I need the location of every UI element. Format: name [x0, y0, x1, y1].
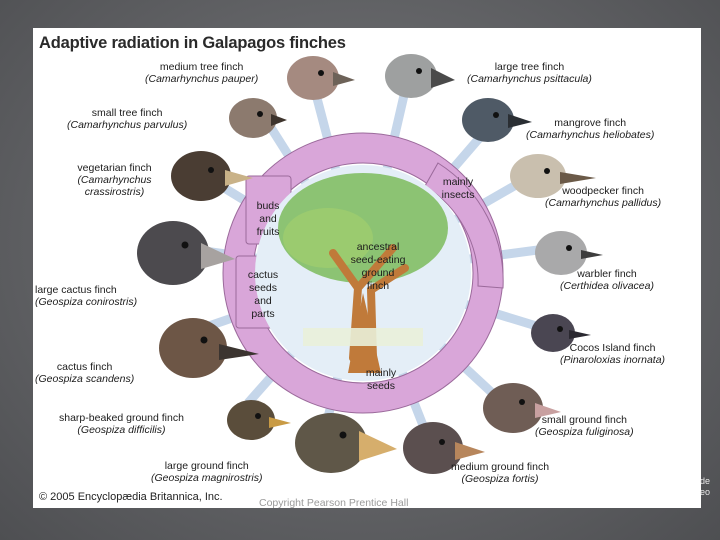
finch-label-cactus: cactus finch(Geospiza scandens): [35, 361, 135, 385]
ground-strip: [303, 328, 423, 346]
finch-label-vegetarian: vegetarian finch(Camarhynchus crassirost…: [77, 162, 152, 198]
finch-head-cactus: [159, 318, 259, 378]
finch-heads: [137, 54, 603, 474]
finch-head-warbler: [535, 231, 603, 275]
seeds-label-line: mainly: [366, 367, 397, 379]
finch-label-medium-ground: medium ground finch(Geospiza fortis): [451, 461, 550, 485]
finch-head-woodpecker: [510, 154, 596, 198]
insects-segment: [424, 162, 504, 289]
figure-title: Adaptive radiation in Galapagos finches: [39, 34, 346, 52]
finch-label-large-tree: large tree finch(Camarhynchus psittacula…: [467, 61, 592, 85]
finch-label-small-tree: small tree finch(Camarhynchus parvulus): [67, 107, 188, 131]
copyright-notice: © 2005 Encyclopædia Britannica, Inc.: [39, 491, 223, 503]
edge-fragment-line: de: [700, 476, 711, 486]
center-label-line: finch: [367, 280, 389, 292]
finch-head-medium-tree: [287, 56, 355, 100]
finch-head-small-ground: [483, 383, 561, 433]
finch-head-large-cactus: [137, 221, 235, 285]
finch-head-medium-ground: [403, 422, 485, 474]
finch-head-large-tree: [385, 54, 455, 98]
cactus-label-line: cactus: [248, 269, 278, 281]
finch-label-small-ground: small ground finch(Geospiza fuliginosa): [535, 414, 634, 438]
finch-label-mangrove: mangrove finch(Camarhynchus heliobates): [526, 117, 655, 141]
finch-label-large-cactus: large cactus finch(Geospiza conirostris): [35, 284, 138, 308]
finch-head-sharp-beaked: [227, 400, 291, 440]
finch-head-large-ground: [295, 413, 397, 473]
diet-labels: mainly insects buds and fruits cactus se…: [248, 176, 475, 392]
finch-head-mangrove: [462, 98, 532, 142]
edge-fragment-line: eo: [700, 487, 711, 497]
radiation-diagram: mainly insects buds and fruits cactus se…: [137, 54, 603, 474]
insects-label-line: insects: [442, 189, 475, 201]
center-label-line: ancestral: [357, 241, 400, 253]
finch-label-large-ground: large ground finch(Geospiza magnirostris…: [151, 460, 263, 484]
finch-label-medium-tree: medium tree finch(Camarhynchus pauper): [145, 61, 259, 85]
finch-label-warbler: warbler finch(Certhidea olivacea): [560, 268, 654, 292]
figure-panel: Adaptive radiation in Galapagos finches: [33, 28, 701, 509]
seeds-label-line: seeds: [367, 380, 395, 392]
tree-canopy-light: [283, 208, 373, 268]
center-label-line: ground: [362, 267, 395, 279]
buds-label-line: buds: [257, 200, 280, 212]
insects-label-line: mainly: [443, 176, 474, 188]
finch-head-vegetarian: [171, 151, 253, 201]
finch-label-cocos: Cocos Island finch(Pinaroloxias inornata…: [560, 342, 666, 366]
finch-label-woodpecker: woodpecker finch(Camarhynchus pallidus): [545, 185, 662, 209]
cactus-label-line: and: [254, 295, 272, 307]
finch-label-sharp-beaked: sharp-beaked ground finch(Geospiza diffi…: [59, 412, 184, 436]
center-label-line: seed-eating: [351, 254, 406, 266]
finch-head-cocos: [531, 314, 591, 352]
buds-label-line: fruits: [257, 226, 280, 238]
cactus-label-line: parts: [251, 308, 274, 320]
watermark: Copyright Pearson Prentice Hall: [259, 497, 409, 509]
edge-fragment: de eo: [700, 476, 710, 498]
finch-head-small-tree: [229, 98, 287, 138]
buds-label-line: and: [259, 213, 277, 225]
cactus-label-line: seeds: [249, 282, 277, 294]
